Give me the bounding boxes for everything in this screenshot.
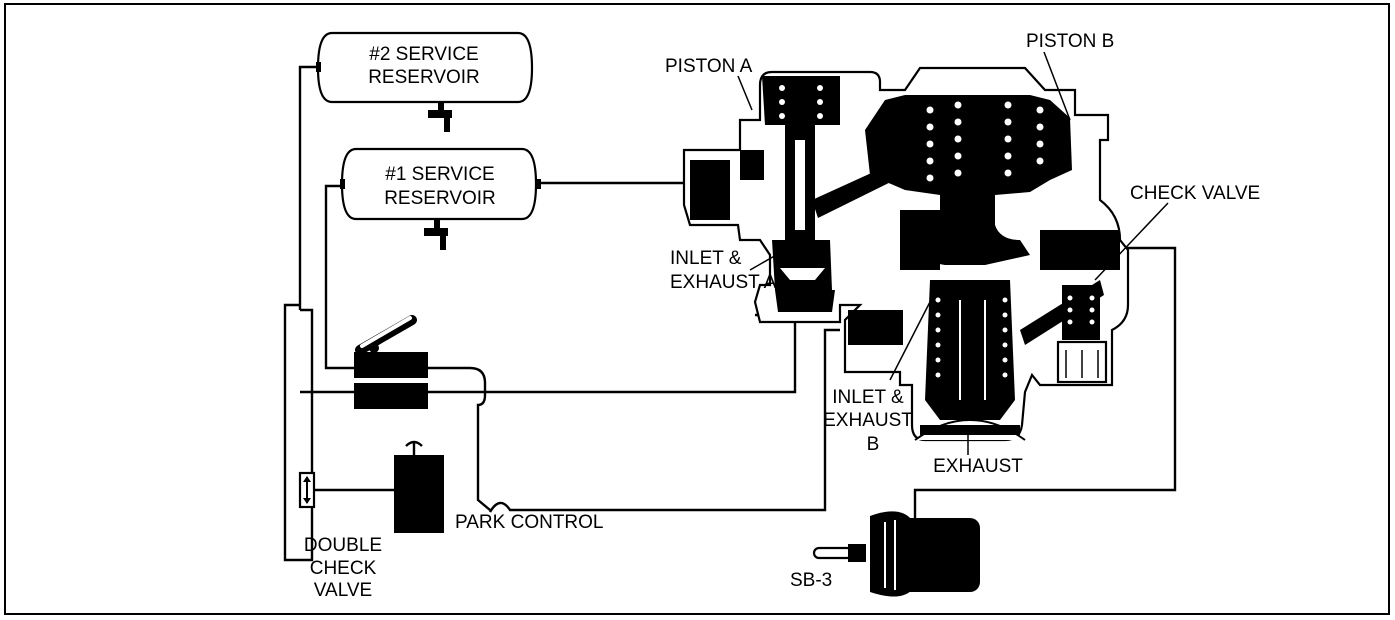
double-check-valve-label-line3: VALVE [314,580,372,601]
labels: #2 SERVICE RESERVOIR #1 SERVICE RESERVOI… [304,31,1260,601]
inlet-exhaust-a-label-line1: INLET & [670,248,742,269]
reservoir-2-label-line1: #2 SERVICE [369,44,478,65]
diagram-frame [4,3,1390,615]
reservoir-1-label-line2: RESERVOIR [384,188,496,209]
leader-lines [737,51,1169,455]
foot-valve [354,315,428,409]
inlet-exhaust-a-label-line2: EXHAUST A [670,272,777,293]
inlet-exhaust-b-label-line2: EXHAUST [823,410,913,431]
check-valve-label: CHECK VALVE [1130,183,1260,204]
piston-a-label: PISTON A [665,56,753,77]
double-check-valve [298,471,316,509]
reservoir-2-label-line2: RESERVOIR [368,67,480,88]
park-control-label: PARK CONTROL [455,512,604,533]
inlet-exhaust-b-label-line3: B [867,434,880,455]
reservoir-1 [340,147,541,250]
double-check-valve-label-line1: DOUBLE [304,535,382,556]
control-valve-body [682,66,1130,442]
park-control-valve [394,440,444,533]
reservoir-2 [316,31,534,132]
piston-b-label: PISTON B [1026,31,1114,52]
sb3-label: SB-3 [790,570,832,591]
air-lines [283,65,1177,562]
double-check-valve-label-line2: CHECK [310,558,377,579]
inlet-exhaust-b-label-line1: INLET & [832,387,904,408]
reservoir-1-label-line1: #1 SERVICE [385,164,494,185]
exhaust-label: EXHAUST [933,456,1023,477]
spring-brake-chamber [812,511,980,597]
